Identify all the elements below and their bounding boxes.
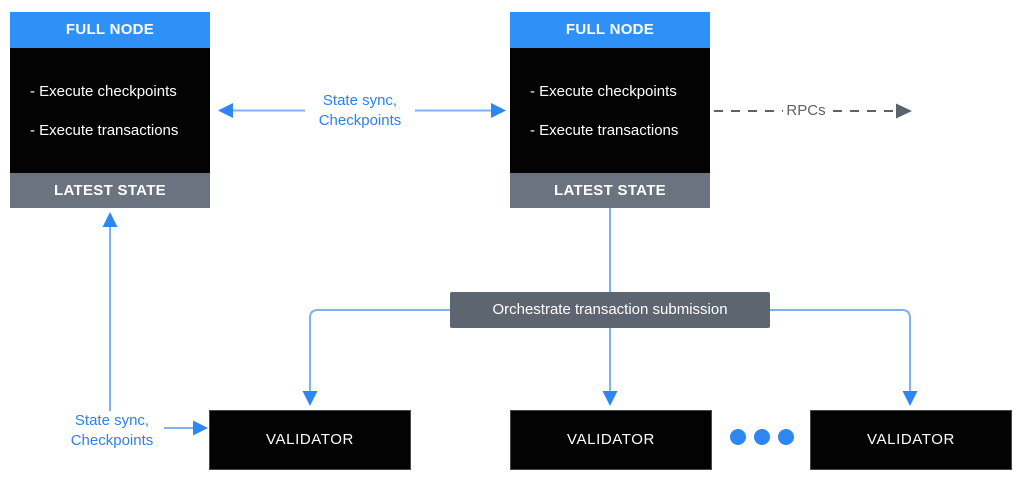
state-sync-label-top: State sync, Checkpoints	[305, 91, 415, 131]
full-node-1-body: - Execute checkpoints - Execute transact…	[10, 48, 210, 173]
full-node-2-item-transactions: - Execute transactions	[530, 121, 679, 139]
full-node-1: FULL NODE - Execute checkpoints - Execut…	[10, 12, 210, 208]
state-sync-label-top-line1: State sync,	[322, 92, 398, 109]
state-sync-bottom-arrow	[160, 420, 208, 436]
full-node-1-item-checkpoints: - Execute checkpoints	[30, 82, 177, 100]
state-sync-label-bottom-line2: Checkpoints	[70, 432, 154, 449]
orchestrate-transaction-submission-box: Orchestrate transaction submission	[450, 292, 770, 328]
state-sync-label-bottom: State sync, Checkpoints	[60, 411, 164, 451]
state-sync-label-bottom-line1: State sync,	[74, 412, 150, 429]
orchestrate-left-branch-arrow	[302, 309, 450, 406]
state-sync-label-top-line2: Checkpoints	[318, 112, 402, 129]
full-node-2-title: FULL NODE	[510, 12, 710, 48]
validator-3: VALIDATOR	[810, 410, 1012, 470]
rpcs-label: RPCs	[783, 101, 829, 121]
ellipsis-dots-icon	[730, 429, 794, 445]
full-node-2: FULL NODE - Execute checkpoints - Execut…	[510, 12, 710, 208]
full-node-2-item-checkpoints: - Execute checkpoints	[530, 82, 677, 100]
full-node-2-body: - Execute checkpoints - Execute transact…	[510, 48, 710, 173]
orchestrate-right-branch-arrow	[770, 309, 918, 406]
full-node-1-item-transactions: - Execute transactions	[30, 121, 179, 139]
validator-1: VALIDATOR	[209, 410, 411, 470]
full-node-1-latest-state: LATEST STATE	[10, 173, 210, 208]
validator-2: VALIDATOR	[510, 410, 712, 470]
full-node-1-title: FULL NODE	[10, 12, 210, 48]
state-sync-up-arrow	[102, 212, 118, 412]
full-node-2-latest-state: LATEST STATE	[510, 173, 710, 208]
